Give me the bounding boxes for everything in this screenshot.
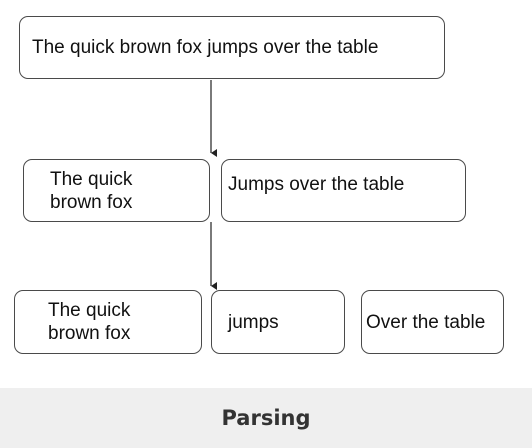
node-noun-phrase-line-2: brown fox — [50, 191, 133, 213]
node-root: The quick brown fox jumps over the table — [19, 16, 445, 79]
node-noun-phrase-line-1: The quick — [50, 168, 133, 190]
node-prepositional-phrase-label: Over the table — [366, 311, 486, 333]
node-verb: jumps — [211, 290, 345, 354]
connector-arrows — [210, 80, 217, 290]
caption-bar: Parsing — [0, 388, 532, 448]
caption-text: Parsing — [221, 406, 311, 430]
node-noun-phrase: The quick brown fox — [23, 159, 210, 222]
node-verb-phrase: Jumps over the table — [221, 159, 466, 222]
diagram-canvas: The quick brown fox jumps over the table… — [0, 0, 532, 388]
node-prepositional-phrase: Over the table — [361, 290, 504, 354]
node-verb-label: jumps — [228, 311, 279, 333]
node-verb-phrase-label: Jumps over the table — [228, 174, 405, 195]
node-subject: The quick brown fox — [14, 290, 202, 354]
node-subject-line-1: The quick — [48, 300, 131, 321]
node-root-label: The quick brown fox jumps over the table — [32, 37, 379, 58]
node-subject-line-2: brown fox — [48, 323, 131, 344]
